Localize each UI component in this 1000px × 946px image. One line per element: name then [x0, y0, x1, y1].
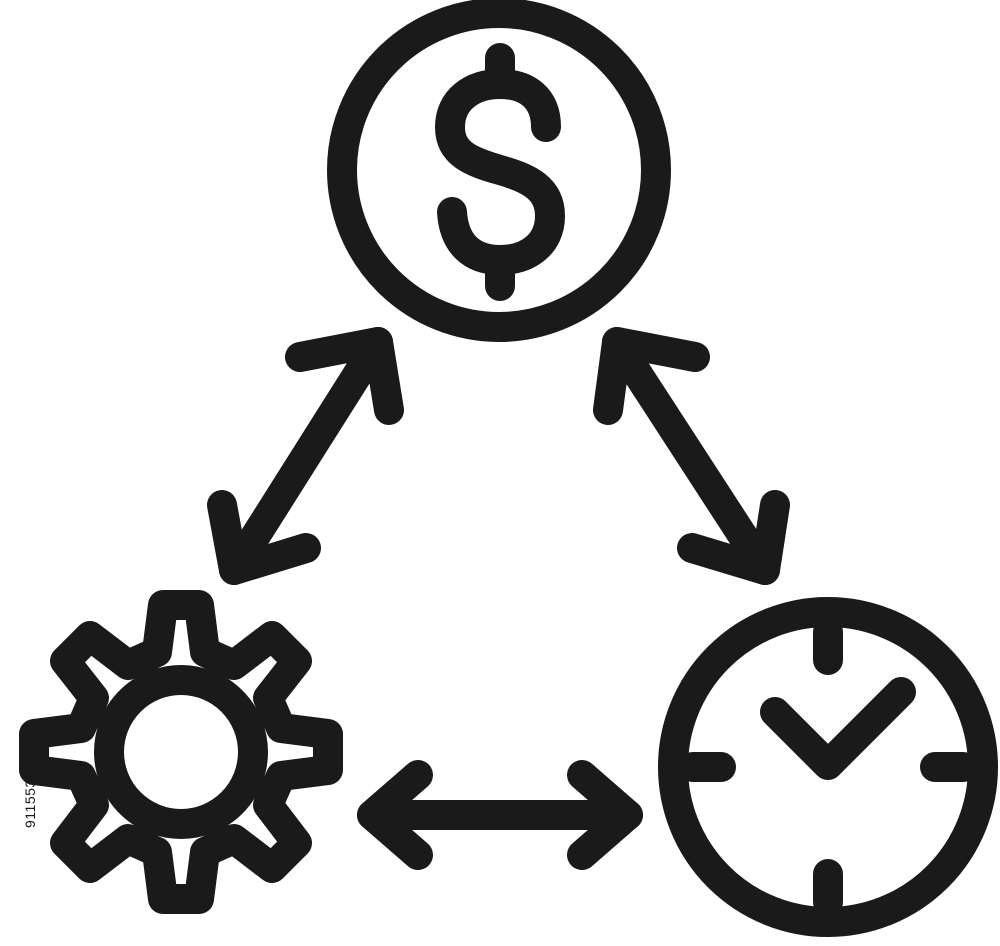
gear-icon [19, 590, 343, 914]
dollar-coin-icon [327, 0, 671, 342]
double-arrow-icon [357, 760, 643, 870]
stock-id-label: 911553005 [22, 754, 38, 828]
clock-icon [658, 597, 998, 937]
double-arrow-icon [207, 327, 404, 585]
double-arrow-icon [593, 327, 790, 585]
